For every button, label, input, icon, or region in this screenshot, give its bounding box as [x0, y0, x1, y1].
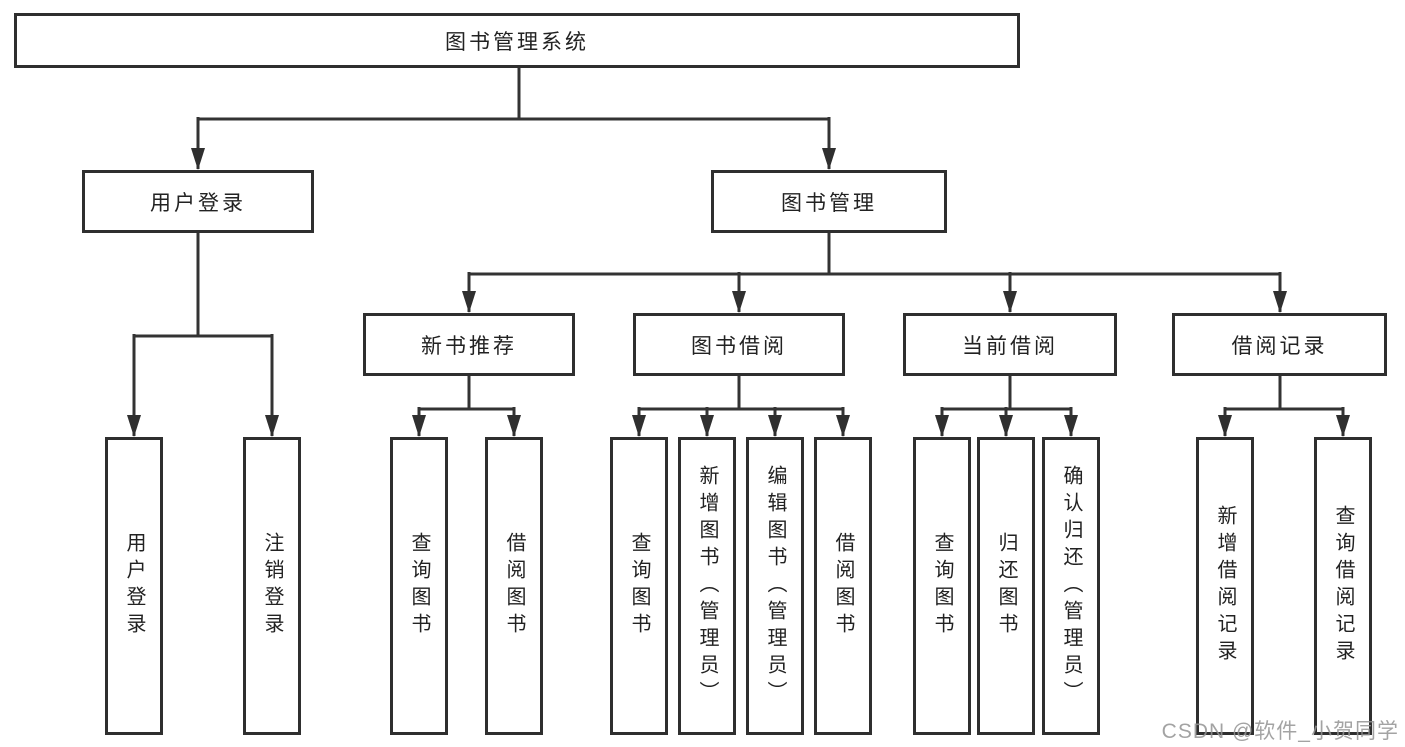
node-user-login: 用户登录 — [82, 170, 314, 233]
leaf-label: 借阅图书 — [832, 532, 854, 640]
leaf-label: 查询借阅记录 — [1332, 505, 1354, 667]
leaf-label: 查询图书 — [931, 532, 953, 640]
csdn-watermark: CSDN @软件_小贺同学 — [1161, 720, 1399, 743]
leaf-query-books-3: 查询图书 — [913, 437, 971, 735]
leaf-add-borrow-record: 新增借阅记录 — [1196, 437, 1254, 735]
node-book-borrowing: 图书借阅 — [633, 313, 845, 376]
leaf-label: 查询图书 — [408, 532, 430, 640]
leaf-edit-books-admin: 编辑图书（管理员） — [746, 437, 804, 735]
leaf-label: 借阅图书 — [503, 532, 525, 640]
leaf-label: 新增借阅记录 — [1214, 505, 1236, 667]
leaf-logout: 注销登录 — [243, 437, 301, 735]
node-borrowing-record: 借阅记录 — [1172, 313, 1387, 376]
leaf-user-login: 用户登录 — [105, 437, 163, 735]
leaf-query-borrow-record: 查询借阅记录 — [1314, 437, 1372, 735]
node-root-library-system: 图书管理系统 — [14, 13, 1020, 68]
leaf-confirm-return-admin: 确认归还（管理员） — [1042, 437, 1100, 735]
leaf-borrow-books-2: 借阅图书 — [814, 437, 872, 735]
leaf-label: 用户登录 — [123, 532, 145, 640]
leaf-label: 确认归还（管理员） — [1060, 464, 1082, 708]
leaf-add-books-admin: 新增图书（管理员） — [678, 437, 736, 735]
leaf-query-books-1: 查询图书 — [390, 437, 448, 735]
node-book-management: 图书管理 — [711, 170, 947, 233]
leaf-return-books: 归还图书 — [977, 437, 1035, 735]
leaf-borrow-books-1: 借阅图书 — [485, 437, 543, 735]
leaf-label: 注销登录 — [261, 532, 283, 640]
node-new-book-recommendation: 新书推荐 — [363, 313, 575, 376]
leaf-label: 查询图书 — [628, 532, 650, 640]
leaf-label: 编辑图书（管理员） — [764, 464, 786, 708]
leaf-label: 归还图书 — [995, 532, 1017, 640]
leaf-label: 新增图书（管理员） — [696, 464, 718, 708]
node-current-borrowing: 当前借阅 — [903, 313, 1117, 376]
leaf-query-books-2: 查询图书 — [610, 437, 668, 735]
